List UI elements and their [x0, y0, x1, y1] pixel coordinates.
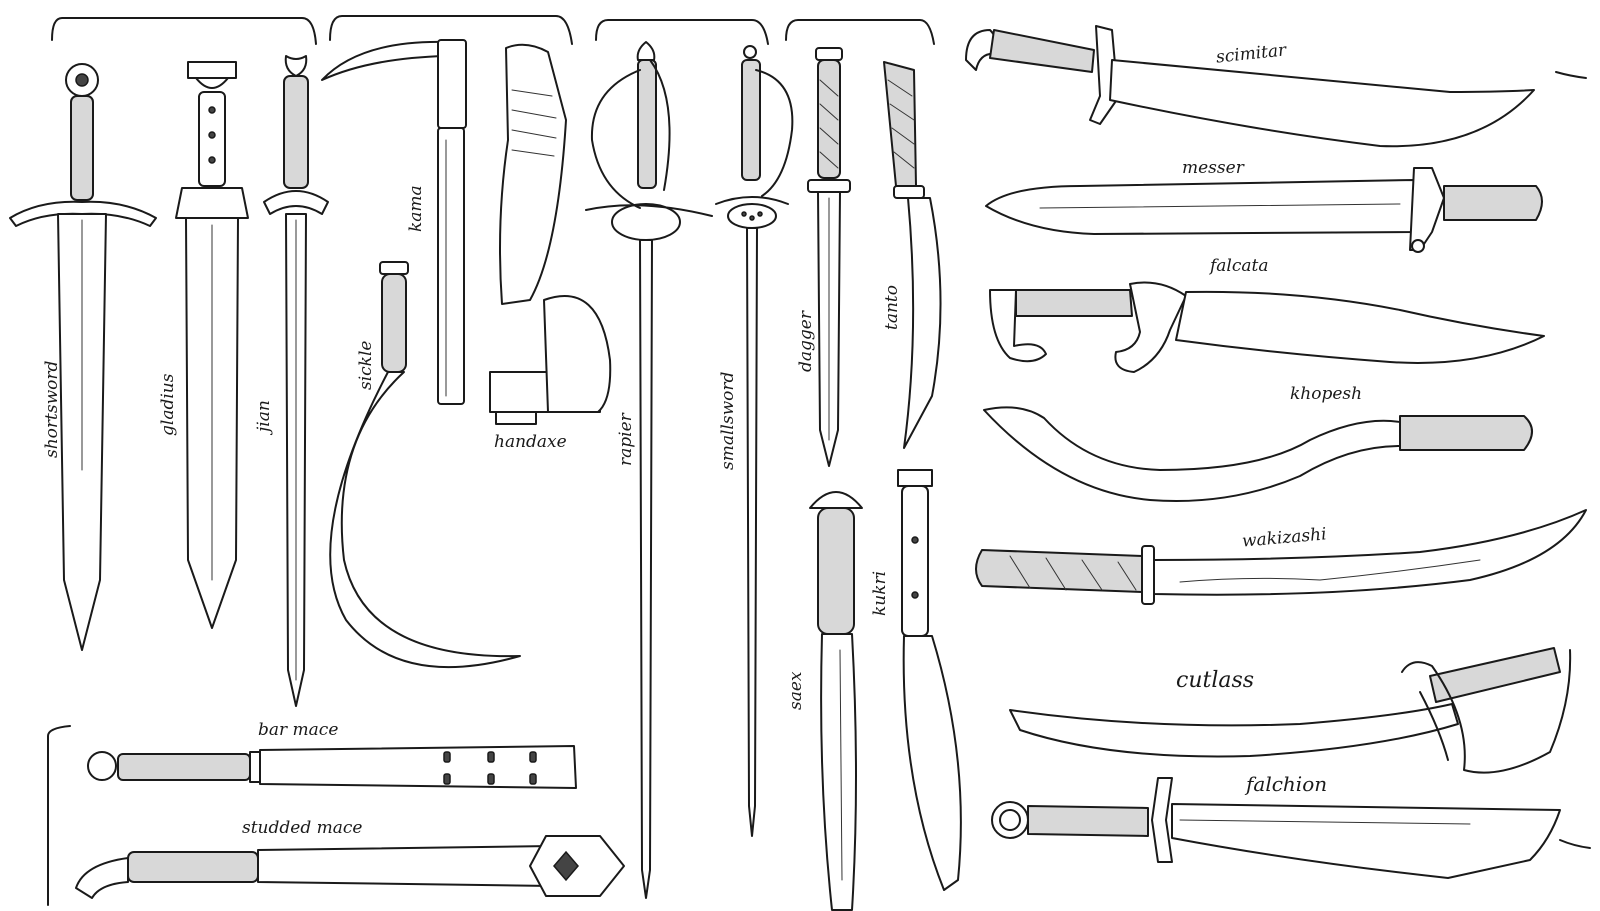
- wakizashi-drawing: [975, 509, 1587, 605]
- section-bracket-top-3: [595, 19, 769, 45]
- dagger-drawing: [807, 47, 851, 467]
- section-bracket-bottom-left: [47, 725, 71, 906]
- dagger-label: dagger: [796, 311, 816, 372]
- kukri-drawing: [897, 469, 962, 891]
- falcata-drawing: [989, 281, 1545, 373]
- handaxe-drawing: [489, 43, 612, 425]
- shortsword-drawing: [9, 63, 157, 651]
- smallsword-drawing: [715, 45, 794, 837]
- cutlass-label: cutlass: [1176, 668, 1255, 693]
- rapier-drawing: [585, 41, 713, 899]
- section-bracket-top-2: [329, 15, 573, 45]
- section-bracket-right: [1555, 71, 1591, 849]
- messer-label: messer: [1182, 158, 1244, 178]
- jian-label: jian: [254, 400, 274, 432]
- falcata-label: falcata: [1210, 256, 1269, 276]
- handaxe-label: handaxe: [494, 432, 567, 452]
- sickle-drawing: [329, 261, 521, 669]
- khopesh-drawing: [983, 406, 1533, 502]
- bar-mace-label: bar mace: [258, 720, 339, 740]
- kama-label: kama: [406, 185, 426, 232]
- kama-drawing: [321, 39, 467, 405]
- section-bracket-top-1: [51, 17, 317, 45]
- jian-drawing: [263, 55, 329, 707]
- gladius-drawing: [175, 61, 249, 629]
- section-bracket-top-4: [785, 19, 935, 45]
- tanto-label: tanto: [882, 285, 902, 330]
- tanto-drawing: [883, 61, 942, 449]
- sickle-label: sickle: [356, 340, 376, 390]
- shortsword-label: shortsword: [42, 360, 62, 458]
- seax-drawing: [809, 491, 863, 911]
- kukri-label: kukri: [870, 570, 890, 616]
- khopesh-label: khopesh: [1290, 384, 1363, 404]
- rapier-label: rapier: [616, 413, 636, 466]
- studded-mace-drawing: [75, 835, 625, 899]
- falchion-drawing: [991, 777, 1561, 879]
- bar-mace-drawing: [87, 745, 577, 789]
- cutlass-drawing: [1009, 647, 1572, 774]
- falchion-label: falchion: [1246, 772, 1328, 796]
- studded-mace-label: studded mace: [242, 818, 363, 838]
- seax-label: saex: [786, 671, 806, 710]
- gladius-label: gladius: [158, 373, 178, 436]
- scimitar-drawing: [965, 25, 1535, 148]
- smallsword-label: smallsword: [718, 371, 738, 470]
- messer-drawing: [985, 167, 1543, 253]
